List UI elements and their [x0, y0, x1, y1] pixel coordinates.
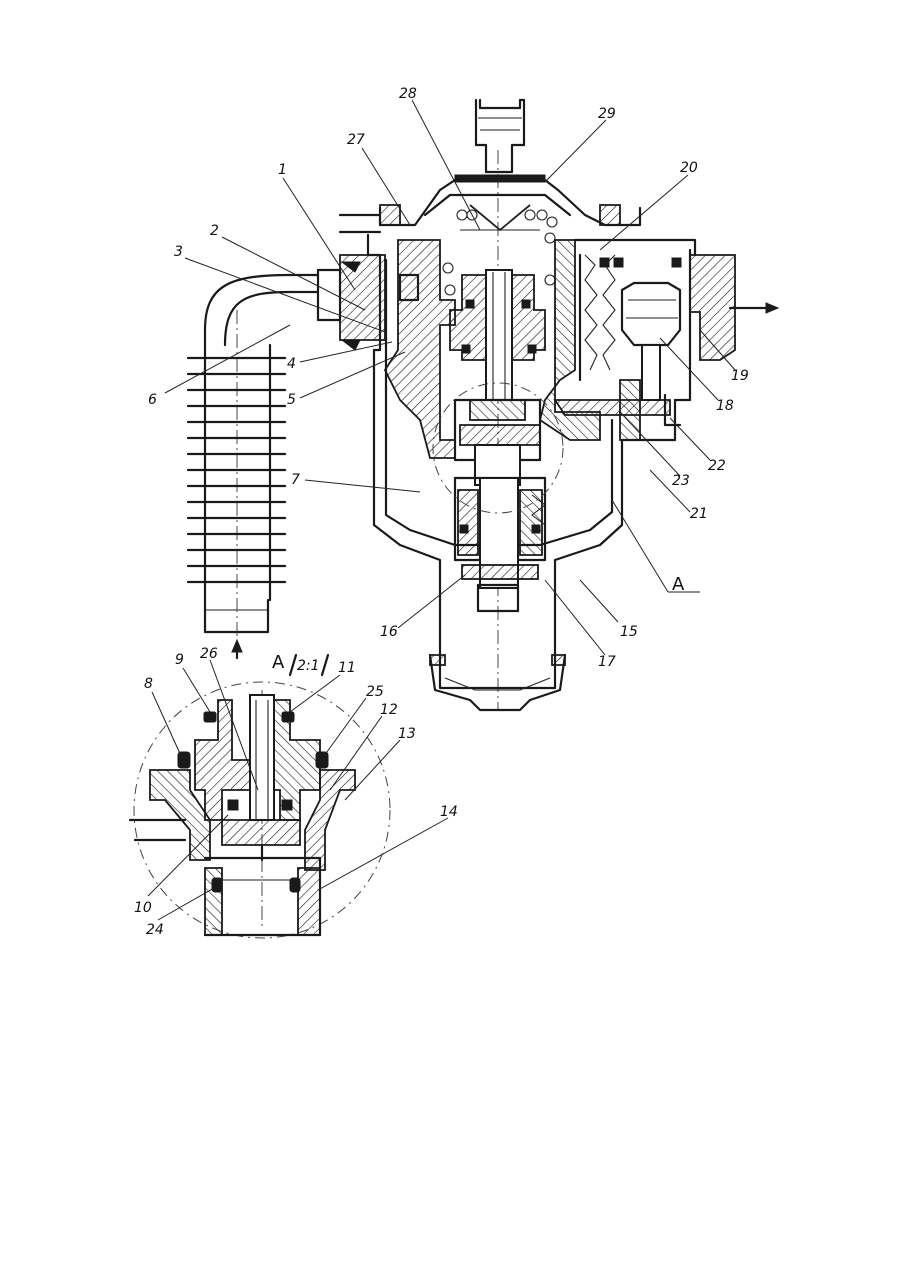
label-24: 24: [146, 922, 164, 938]
label-26: 26: [200, 646, 218, 662]
detail-body-left: [195, 700, 250, 820]
detail-a-view: A 2:1 8 9 26 11 25 12 13 14 10 24: [130, 646, 458, 938]
drain-tube: [555, 400, 670, 415]
housing-left: [385, 240, 455, 458]
detail-seal-left: [178, 752, 190, 768]
label-21: 21: [690, 506, 708, 522]
outlet-arrow: [766, 303, 778, 313]
label-22: 22: [708, 458, 726, 474]
detail-seal-right: [316, 752, 328, 768]
inlet-pipe: [188, 255, 418, 658]
bellows: [585, 255, 597, 370]
label-27: 27: [347, 132, 365, 148]
label-17: 17: [598, 654, 616, 670]
detail-stem: [250, 695, 274, 820]
label-8: 8: [144, 676, 153, 692]
main-section-view: 1 2 3 4 5 6 7 16 17 15 A 21 23 22 18 19 …: [148, 86, 778, 710]
valve-stem: [486, 270, 512, 400]
label-14: 14: [440, 804, 458, 820]
pipe-flange: [340, 255, 385, 340]
cap-inner: [425, 195, 570, 215]
cap-rim: [455, 175, 545, 182]
label-4: 4: [287, 356, 296, 372]
detail-body-right: [274, 700, 320, 820]
top-knob: [476, 100, 524, 172]
label-25: 25: [366, 684, 384, 700]
label-10: 10: [134, 900, 152, 916]
label-23: 23: [672, 473, 690, 489]
bellows-chamber-top: [575, 240, 695, 255]
detail-seal-bottom-left: [212, 878, 222, 892]
pipe-end: [205, 600, 268, 632]
inlet-arrow: [232, 640, 242, 652]
label-18: 18: [716, 398, 734, 414]
detail-title-scale: 2:1: [297, 658, 320, 674]
label-15: 15: [620, 624, 638, 640]
detail-title-letter: A: [272, 652, 285, 673]
label-16: 16: [380, 624, 398, 640]
label-11: 11: [338, 660, 356, 676]
left-flange: [340, 215, 380, 232]
label-2: 2: [210, 223, 219, 239]
label-5: 5: [287, 392, 296, 408]
bottom-bowl: [430, 655, 565, 710]
valve-ball: [622, 283, 680, 345]
label-1: 1: [278, 162, 287, 178]
label-12: 12: [380, 702, 398, 718]
label-9: 9: [175, 652, 184, 668]
label-20: 20: [680, 160, 698, 176]
piston-nut: [462, 565, 538, 579]
label-19: 19: [731, 368, 749, 384]
label-29: 29: [598, 106, 616, 122]
section-marker-a: A: [672, 574, 685, 595]
detail-poppet: [222, 820, 300, 845]
label-3: 3: [174, 244, 183, 260]
ball-stem: [642, 345, 660, 400]
label-13: 13: [398, 726, 416, 742]
label-6: 6: [148, 392, 157, 408]
label-7: 7: [291, 472, 300, 488]
label-28: 28: [399, 86, 417, 102]
